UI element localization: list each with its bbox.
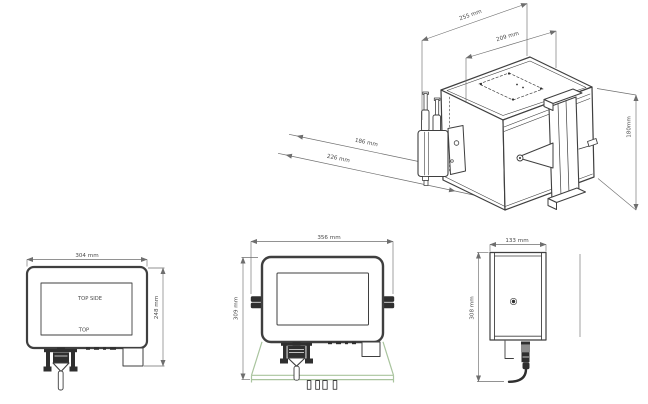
top-bottom-details <box>43 347 144 391</box>
side-knobs <box>250 296 395 309</box>
front-width-dimension: 356 mm <box>250 235 394 294</box>
funnel <box>287 357 306 367</box>
side-width-dimension: 133 mm <box>489 238 547 252</box>
dim-label-height: 308 mm <box>470 296 476 319</box>
top-view: 304 mm TOP SIDE TOP 248 mm <box>25 253 166 391</box>
connector-assembly <box>43 347 78 391</box>
power-cable <box>507 367 528 383</box>
side-view: 133 mm 308 mm <box>470 238 581 383</box>
dim-label-depth-inner: 186 mm <box>354 138 378 149</box>
connector-assembly <box>280 342 313 381</box>
top-width-dimension: 304 mm <box>26 253 148 267</box>
panel-screw <box>509 297 517 305</box>
iso-mounting-bracket <box>516 88 598 210</box>
dim-label-width: 133 mm <box>505 238 528 244</box>
front-height-dimension: 309 mm <box>234 257 258 380</box>
side-foot <box>122 347 144 367</box>
dim-label-width: 304 mm <box>75 253 98 259</box>
dim-label-depth-outer: 226 mm <box>326 154 350 165</box>
side-foot <box>361 341 381 357</box>
top-height-dimension: 248 mm <box>144 267 166 367</box>
base-feet <box>306 380 338 390</box>
dim-label-width: 356 mm <box>317 235 340 241</box>
probe-rod <box>57 370 64 391</box>
display-panel <box>276 272 369 326</box>
dim-label-width-inner: 209 mm <box>496 31 520 43</box>
dim-label-height: 309 mm <box>234 297 240 320</box>
isometric-view: 186 mm 226 mm <box>277 3 639 211</box>
label-top-side: TOP SIDE <box>77 296 102 302</box>
probe-rod <box>293 365 300 381</box>
front-view: 356 mm 309 mm <box>234 235 395 390</box>
device-housing <box>489 251 547 341</box>
dim-label-height: 180mm <box>627 116 633 138</box>
dim-label-height: 248 mm <box>154 296 160 319</box>
label-top: TOP <box>78 328 89 334</box>
stand-base <box>250 341 395 383</box>
top-panel <box>40 282 133 336</box>
cable-assembly <box>504 340 530 383</box>
valve-cylinder <box>421 109 430 132</box>
side-height-dimension: 308 mm <box>470 252 504 382</box>
bottom-details <box>280 341 381 390</box>
mounting-hole-pattern <box>478 72 544 101</box>
iso-printhead-unit <box>417 91 466 186</box>
clamp-lever <box>516 142 554 169</box>
iso-height-dimension: 180mm <box>596 88 639 211</box>
funnel <box>52 362 70 373</box>
